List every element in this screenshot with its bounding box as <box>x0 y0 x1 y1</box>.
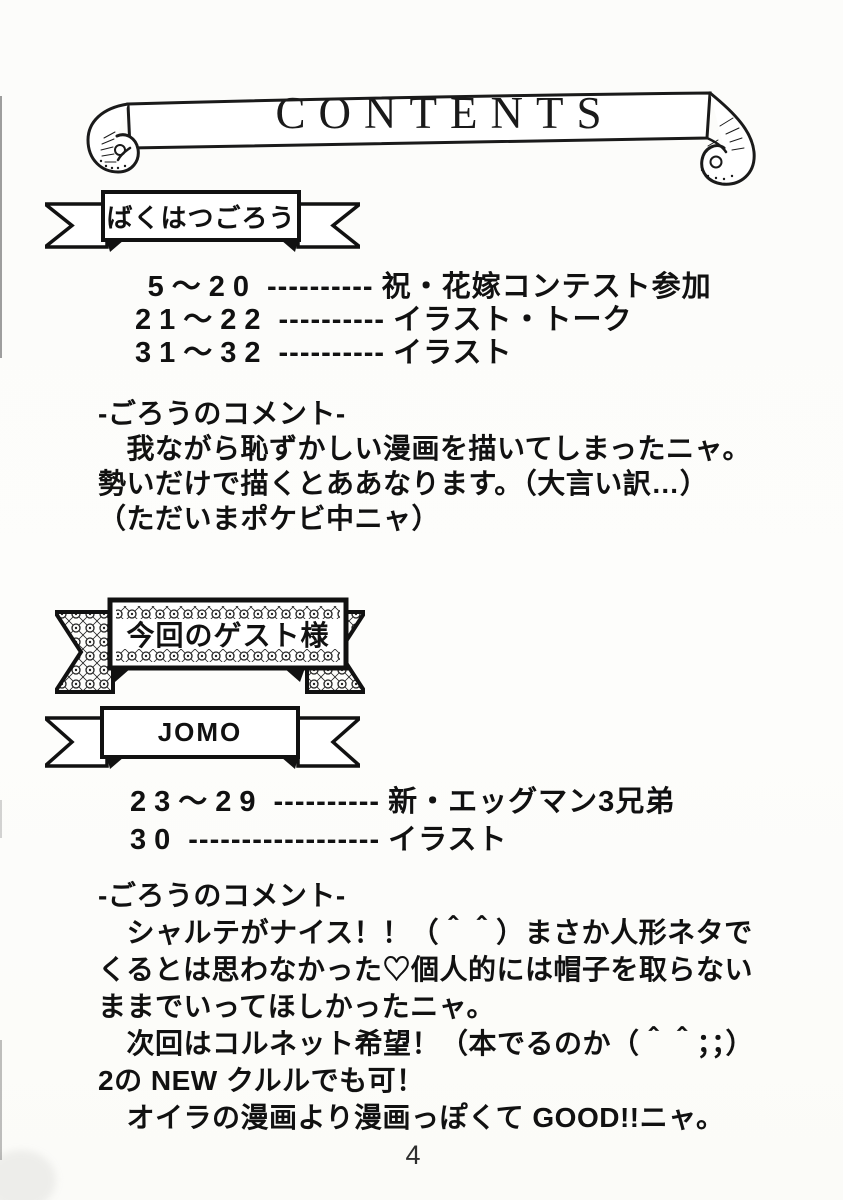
toc-list-1: 5～20 ---------- 祝・花嫁コンテスト参加 21～22 ------… <box>135 271 712 370</box>
toc-row: 30 ------------------ イラスト <box>130 821 675 859</box>
section2-ribbon-graphic <box>45 706 360 769</box>
guest-banner-label: 今回のゲスト様 <box>126 620 330 651</box>
toc-title: 祝・花嫁コンテスト参加 <box>381 271 712 303</box>
toc-list-2: 23～29 ---------- 新・エッグマン3兄弟 30 ---------… <box>130 783 675 859</box>
scan-edge-line <box>0 1040 2 1160</box>
toc-dashes: ---------- <box>278 337 386 369</box>
toc-pages: 21～22 <box>135 304 269 336</box>
comment-line: シャルテがナイス！！（＾＾）まさか人形ネタで <box>98 917 753 948</box>
comment-line: ままでいってほしかったニャ。 <box>98 991 496 1022</box>
section2-ribbon-label: JOMO <box>157 717 243 747</box>
comment-line: 2の NEW クルルでも可！ <box>98 1065 425 1096</box>
toc-dashes: ---------- <box>278 304 386 336</box>
toc-row: 5～20 ---------- 祝・花嫁コンテスト参加 <box>135 271 712 304</box>
guest-banner-graphic <box>55 597 365 694</box>
toc-row: 31～32 ---------- イラスト <box>135 337 712 370</box>
section1-ribbon-graphic <box>45 190 360 252</box>
comment-line: くるとは思わなかった♡個人的には帽子を取らない <box>98 954 753 985</box>
toc-pages: 23～29 <box>130 786 264 818</box>
toc-dashes: ---------- <box>267 271 374 303</box>
toc-row: 21～22 ---------- イラスト・トーク <box>135 304 712 337</box>
toc-title: イラスト・トーク <box>393 304 633 336</box>
comment-line: 我ながら恥ずかしい漫画を描いてしまったニャ。 <box>98 433 751 464</box>
toc-title: イラスト <box>388 824 508 856</box>
toc-dashes: ------------------ <box>188 824 381 856</box>
comment-line: オイラの漫画より漫画っぽくて GOOD!!ニャ。 <box>98 1102 725 1133</box>
page-title: CONTENTS <box>275 88 615 138</box>
page-number: 4 <box>405 1140 421 1170</box>
toc-pages: 5～20 <box>147 271 257 303</box>
scan-edge-line <box>0 96 2 358</box>
scroll-banner-graphic <box>86 91 756 186</box>
section1-ribbon-label: ばくはつごろう <box>106 202 296 233</box>
comment-line: 次回はコルネット希望！（本でるのか（＾＾；；） <box>98 1028 755 1059</box>
toc-pages: 30 <box>130 824 179 856</box>
comment-heading: -ごろうのコメント- <box>98 880 346 911</box>
toc-title: 新・エッグマン3兄弟 <box>388 786 676 818</box>
toc-row: 23～29 ---------- 新・エッグマン3兄弟 <box>130 783 675 821</box>
comment-heading: -ごろうのコメント- <box>98 398 346 429</box>
toc-title: イラスト <box>393 337 513 369</box>
toc-dashes: ---------- <box>273 786 381 818</box>
comment-line: 勢いだけで描くとああなります。（大言い訳…） <box>98 468 709 499</box>
toc-pages: 31～32 <box>135 337 269 369</box>
comment-block-1: -ごろうのコメント- 我ながら恥ずかしい漫画を描いてしまったニャ。 勢いだけで描… <box>98 396 818 536</box>
comment-block-2: -ごろうのコメント- シャルテがナイス！！（＾＾）まさか人形ネタで くるとは思わ… <box>98 877 818 1136</box>
scan-edge-line <box>0 800 2 838</box>
comment-line: （ただいまポケビ中ニャ） <box>98 503 441 534</box>
